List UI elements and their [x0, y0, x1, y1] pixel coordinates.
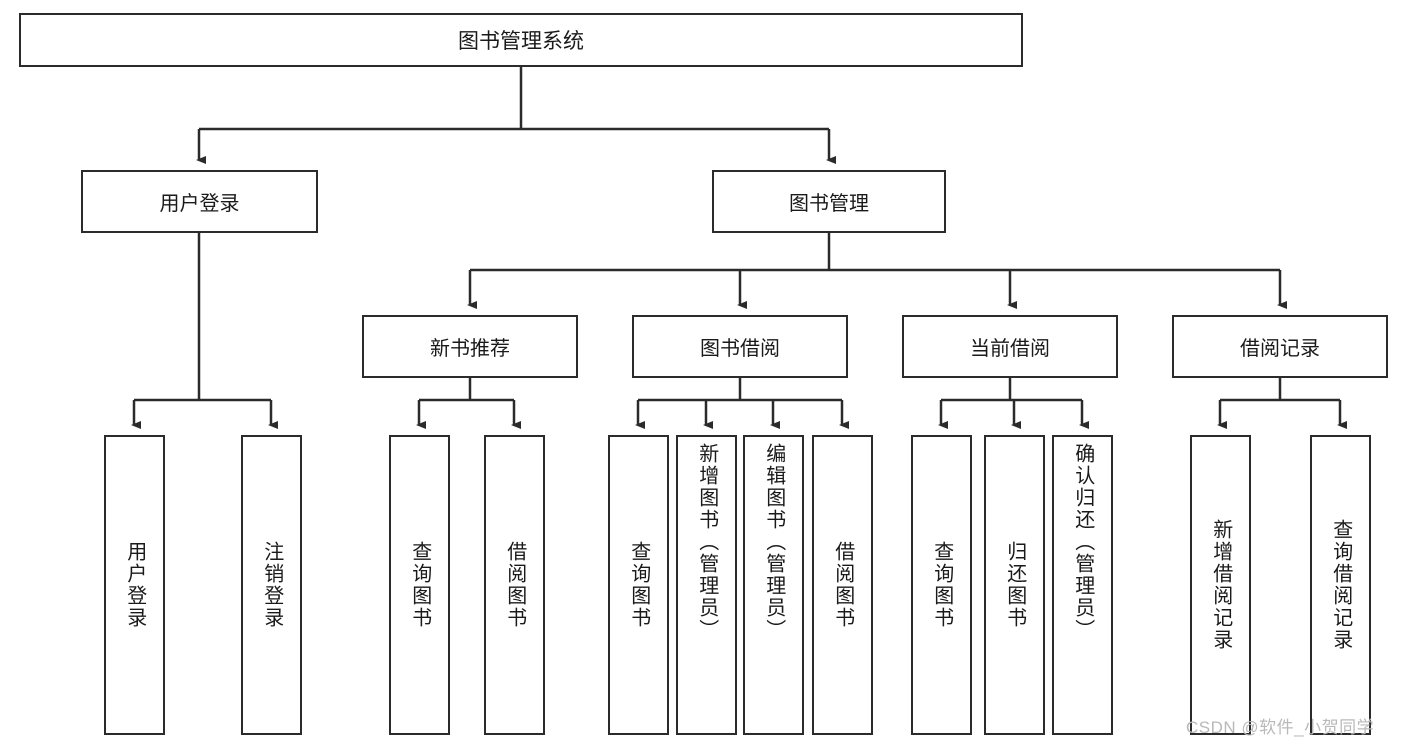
node-root[interactable]: 图书管理系统 — [19, 13, 1023, 67]
node-leaf-query-record-label: 查询借阅记录 — [1329, 519, 1352, 651]
node-leaf-edit-book-label: 编辑图书（管理员） — [762, 443, 785, 641]
node-leaf-return-book[interactable]: 归还图书 — [984, 435, 1045, 735]
node-new-book-recommend-label: 新书推荐 — [430, 338, 510, 360]
node-new-book-recommend[interactable]: 新书推荐 — [362, 315, 578, 378]
node-leaf-add-book-label: 新增图书（管理员） — [695, 443, 718, 641]
node-borrow-record-label: 借阅记录 — [1240, 338, 1320, 360]
node-book-borrow[interactable]: 图书借阅 — [632, 315, 848, 378]
node-leaf-add-record-label: 新增借阅记录 — [1209, 519, 1232, 651]
node-leaf-borrow-book-2-label: 借阅图书 — [831, 541, 854, 629]
node-leaf-add-record[interactable]: 新增借阅记录 — [1190, 435, 1251, 735]
node-book-borrow-label: 图书借阅 — [700, 338, 780, 360]
node-book-manage-label: 图书管理 — [789, 193, 869, 215]
node-leaf-logout-label: 注销登录 — [260, 541, 283, 629]
node-current-borrow[interactable]: 当前借阅 — [902, 315, 1118, 378]
node-leaf-user-login[interactable]: 用户登录 — [104, 435, 165, 735]
node-leaf-borrow-book-1-label: 借阅图书 — [503, 541, 526, 629]
node-leaf-query-book-2[interactable]: 查询图书 — [608, 435, 669, 735]
node-leaf-user-login-label: 用户登录 — [123, 541, 146, 629]
node-leaf-query-book-1[interactable]: 查询图书 — [389, 435, 450, 735]
node-leaf-query-book-3-label: 查询图书 — [930, 541, 953, 629]
node-root-label: 图书管理系统 — [458, 30, 584, 53]
node-leaf-confirm-return-label: 确认归还（管理员） — [1071, 443, 1094, 641]
node-borrow-record[interactable]: 借阅记录 — [1172, 315, 1388, 378]
node-leaf-logout[interactable]: 注销登录 — [241, 435, 302, 735]
node-leaf-edit-book[interactable]: 编辑图书（管理员） — [743, 435, 804, 735]
node-leaf-query-record[interactable]: 查询借阅记录 — [1310, 435, 1371, 735]
node-book-manage[interactable]: 图书管理 — [712, 170, 946, 233]
node-user-login-label: 用户登录 — [159, 193, 240, 215]
node-leaf-borrow-book-2[interactable]: 借阅图书 — [812, 435, 873, 735]
node-leaf-query-book-1-label: 查询图书 — [408, 541, 431, 629]
node-leaf-confirm-return[interactable]: 确认归还（管理员） — [1052, 435, 1113, 735]
node-leaf-query-book-2-label: 查询图书 — [627, 541, 650, 629]
node-current-borrow-label: 当前借阅 — [970, 338, 1050, 360]
node-leaf-borrow-book-1[interactable]: 借阅图书 — [484, 435, 545, 735]
node-leaf-query-book-3[interactable]: 查询图书 — [911, 435, 972, 735]
node-user-login[interactable]: 用户登录 — [81, 170, 318, 233]
node-leaf-return-book-label: 归还图书 — [1003, 541, 1026, 629]
node-leaf-add-book[interactable]: 新增图书（管理员） — [676, 435, 737, 735]
watermark: CSDN @软件_小贺同学 — [1186, 718, 1375, 737]
